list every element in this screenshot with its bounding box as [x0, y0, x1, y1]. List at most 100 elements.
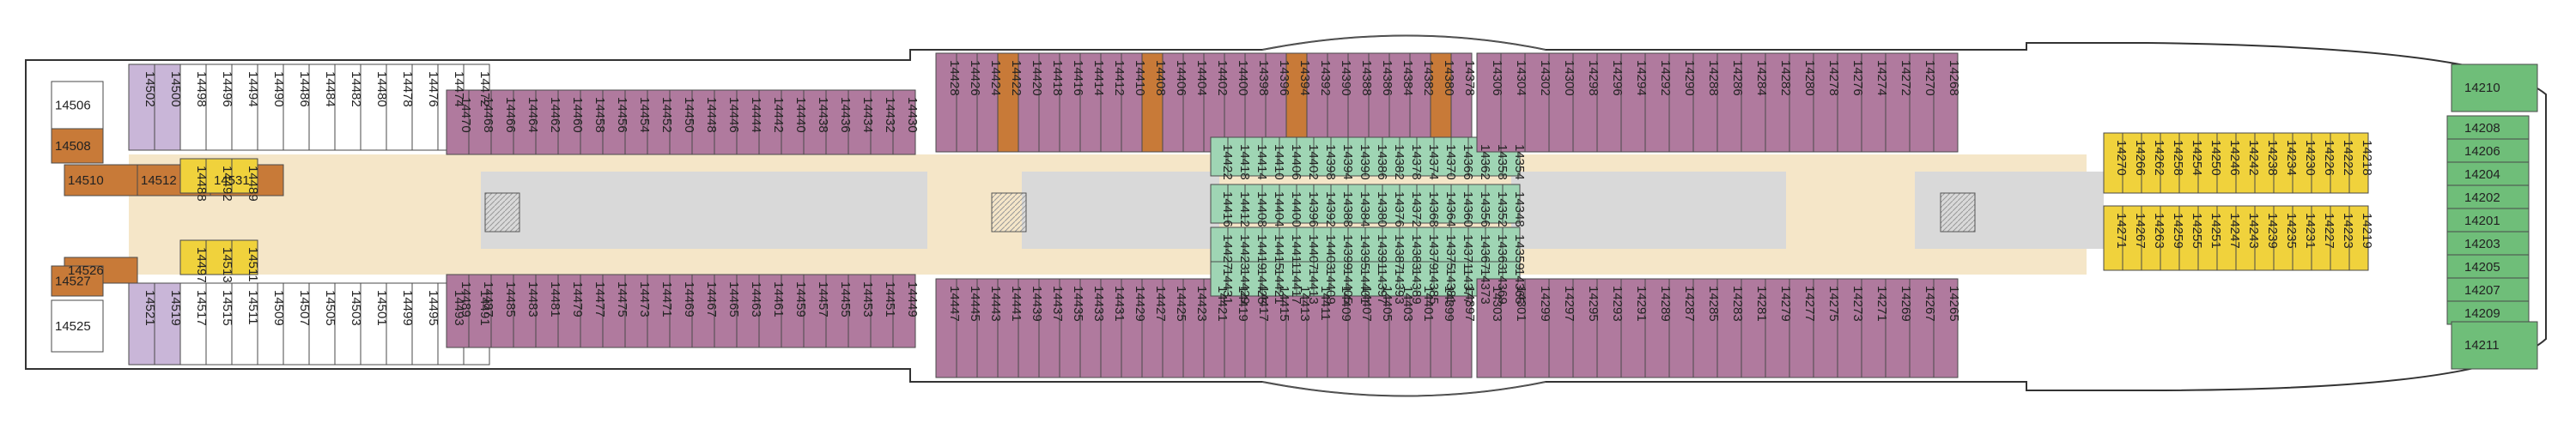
- cabin-14494[interactable]: [231, 63, 258, 151]
- cabin-14392[interactable]: [1306, 52, 1328, 153]
- cabin-14396[interactable]: [1265, 52, 1287, 153]
- cabin-14301[interactable]: [1500, 278, 1526, 378]
- cabin-14460[interactable]: [557, 89, 581, 155]
- cabin-14456[interactable]: [602, 89, 626, 155]
- cabin-14269[interactable]: [1885, 278, 1911, 378]
- cabin-14464[interactable]: [513, 89, 537, 155]
- cabin-14487[interactable]: [468, 274, 492, 348]
- cabin-14488[interactable]: [179, 158, 207, 194]
- cabin-14283[interactable]: [1716, 278, 1742, 378]
- cabin-14454[interactable]: [624, 89, 648, 155]
- cabin-14284[interactable]: [1741, 52, 1766, 153]
- cabin-14208[interactable]: [2446, 115, 2530, 140]
- cabin-14505[interactable]: [308, 282, 336, 366]
- cabin-14511[interactable]: [231, 239, 258, 275]
- cabin-14473[interactable]: [624, 274, 648, 348]
- cabin-14434[interactable]: [848, 89, 872, 155]
- cabin-14271[interactable]: [1861, 278, 1886, 378]
- cabin-14201[interactable]: [2446, 208, 2530, 233]
- cabin-14427[interactable]: [1141, 278, 1163, 378]
- cabin-14430[interactable]: [892, 89, 916, 155]
- cabin-14444[interactable]: [736, 89, 760, 155]
- cabin-14410[interactable]: [1121, 52, 1143, 153]
- cabin-14209[interactable]: [2446, 300, 2530, 325]
- cabin-14267[interactable]: [1909, 278, 1935, 378]
- cabin-14507[interactable]: [283, 282, 310, 366]
- cabin-14204[interactable]: [2446, 161, 2530, 186]
- cabin-14429[interactable]: [1121, 278, 1143, 378]
- cabin-14290[interactable]: [1668, 52, 1694, 153]
- cabin-14442[interactable]: [758, 89, 782, 155]
- cabin-14295[interactable]: [1572, 278, 1598, 378]
- cabin-14476[interactable]: [411, 63, 439, 151]
- cabin-14348[interactable]: [1502, 184, 1521, 224]
- cabin-14388[interactable]: [1347, 52, 1370, 153]
- cabin-14303[interactable]: [1476, 278, 1502, 378]
- cabin-14449[interactable]: [892, 274, 916, 348]
- cabin-14428[interactable]: [935, 52, 957, 153]
- cabin-14509[interactable]: [257, 282, 284, 366]
- cabin-14441[interactable]: [997, 278, 1019, 378]
- cabin-14519[interactable]: [154, 282, 181, 366]
- cabin-14490[interactable]: [257, 63, 284, 151]
- cabin-14447[interactable]: [935, 278, 957, 378]
- cabin-14435[interactable]: [1059, 278, 1081, 378]
- cabin-14479[interactable]: [557, 274, 581, 348]
- cabin-14398[interactable]: [1244, 52, 1267, 153]
- cabin-14404[interactable]: [1182, 52, 1205, 153]
- cabin-14440[interactable]: [781, 89, 805, 155]
- cabin-14207[interactable]: [2446, 277, 2530, 302]
- cabin-14459[interactable]: [781, 274, 805, 348]
- cabin-14210[interactable]: [2451, 63, 2538, 112]
- cabin-14478[interactable]: [386, 63, 413, 151]
- cabin-14443[interactable]: [976, 278, 999, 378]
- cabin-14412[interactable]: [1100, 52, 1122, 153]
- cabin-14281[interactable]: [1741, 278, 1766, 378]
- cabin-14455[interactable]: [825, 274, 849, 348]
- cabin-14489[interactable]: [446, 274, 470, 348]
- cabin-14288[interactable]: [1692, 52, 1718, 153]
- cabin-14465[interactable]: [714, 274, 738, 348]
- cabin-14425[interactable]: [1162, 278, 1184, 378]
- cabin-14470[interactable]: [446, 89, 470, 155]
- cabin-14296[interactable]: [1596, 52, 1622, 153]
- cabin-14432[interactable]: [870, 89, 894, 155]
- cabin-14437[interactable]: [1038, 278, 1060, 378]
- cabin-14300[interactable]: [1548, 52, 1574, 153]
- cabin-14452[interactable]: [647, 89, 671, 155]
- cabin-14467[interactable]: [691, 274, 715, 348]
- cabin-14527[interactable]: [51, 265, 104, 297]
- cabin-14285[interactable]: [1692, 278, 1718, 378]
- cabin-14500[interactable]: [154, 63, 181, 151]
- cabin-14299[interactable]: [1524, 278, 1550, 378]
- cabin-14463[interactable]: [736, 274, 760, 348]
- cabin-14289[interactable]: [1644, 278, 1670, 378]
- cabin-14418[interactable]: [1038, 52, 1060, 153]
- cabin-14206[interactable]: [2446, 138, 2530, 163]
- cabin-14489[interactable]: [231, 158, 258, 194]
- cabin-14416[interactable]: [1059, 52, 1081, 153]
- cabin-14461[interactable]: [758, 274, 782, 348]
- cabin-14219[interactable]: [2348, 205, 2369, 271]
- cabin-14273[interactable]: [1837, 278, 1862, 378]
- cabin-14268[interactable]: [1933, 52, 1959, 153]
- cabin-14506[interactable]: [51, 81, 104, 130]
- cabin-14499[interactable]: [386, 282, 413, 366]
- cabin-14265[interactable]: [1933, 278, 1959, 378]
- cabin-14475[interactable]: [602, 274, 626, 348]
- cabin-14294[interactable]: [1620, 52, 1646, 153]
- cabin-14386[interactable]: [1368, 52, 1390, 153]
- cabin-14304[interactable]: [1500, 52, 1526, 153]
- cabin-14486[interactable]: [283, 63, 310, 151]
- cabin-14218[interactable]: [2348, 132, 2369, 194]
- cabin-14275[interactable]: [1813, 278, 1838, 378]
- cabin-14525[interactable]: [51, 299, 104, 353]
- cabin-14297[interactable]: [1548, 278, 1574, 378]
- cabin-14508[interactable]: [51, 128, 104, 164]
- cabin-14279[interactable]: [1765, 278, 1790, 378]
- cabin-14484[interactable]: [308, 63, 336, 151]
- cabin-14298[interactable]: [1572, 52, 1598, 153]
- cabin-14287[interactable]: [1668, 278, 1694, 378]
- cabin-14378[interactable]: [1450, 52, 1473, 153]
- cabin-14306[interactable]: [1476, 52, 1502, 153]
